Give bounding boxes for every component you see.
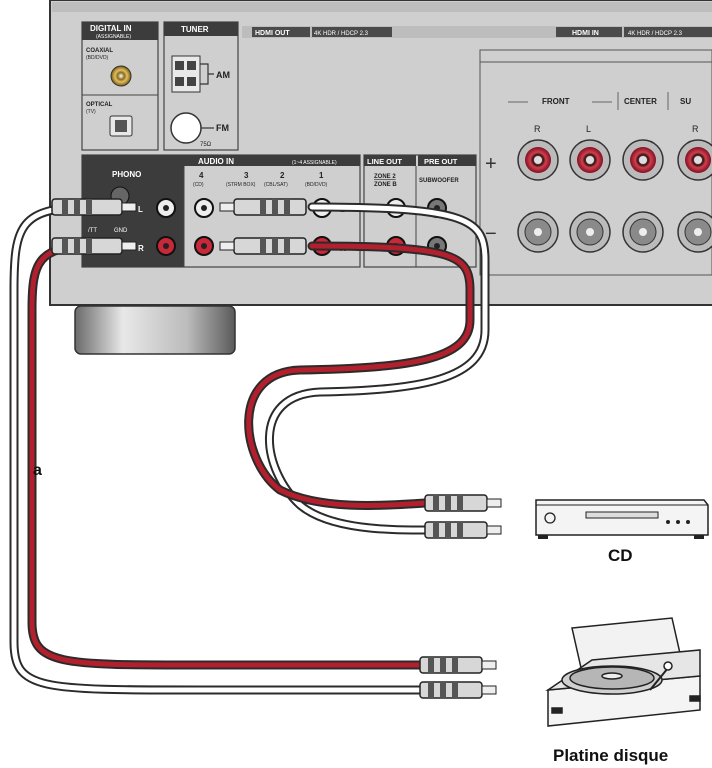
coaxial-sub-label: (BD/DVD) — [86, 55, 109, 61]
phono-r-label: R — [138, 244, 144, 253]
rca-plugs-phono — [51, 198, 137, 255]
hdmi-out-spec: 4K HDR / HDCP 2.3 — [314, 31, 369, 37]
am-label: AM — [216, 70, 230, 80]
optical-sub-label: (TV) — [86, 109, 96, 115]
front-l-label: L — [586, 124, 591, 134]
audio-in-assign: (1~4 ASSIGNABLE) — [292, 160, 337, 166]
speaker-minus: − — [485, 223, 497, 245]
rca-plugs-cd-end — [424, 494, 502, 539]
input-3-num: 3 — [244, 171, 249, 180]
front-r-label: R — [534, 124, 541, 134]
line-out-title: LINE OUT — [367, 157, 402, 166]
coaxial-jack[interactable] — [110, 65, 132, 87]
input-1-num: 1 — [319, 171, 324, 180]
turntable-icon — [545, 617, 701, 727]
input-2-sub: (CBL/SAT) — [264, 182, 288, 188]
speaker-plus: + — [485, 153, 497, 175]
tuner-section: TUNER AM FM 75Ω — [163, 21, 239, 151]
speaker-section: + − FRONT CENTER SU R L R — [479, 49, 712, 276]
hdmi-in-title: HDMI IN — [572, 30, 599, 37]
hdmi-strip: HDMI OUT 4K HDR / HDCP 2.3 HDMI IN 4K HD… — [242, 26, 712, 38]
receiver-foot — [74, 305, 236, 355]
speaker-terminal-surround-r-plus[interactable] — [677, 139, 712, 181]
rca-plugs-turntable-end — [419, 656, 497, 699]
phono-l-label: L — [138, 205, 143, 214]
zone2-label: ZONE 2 — [374, 174, 396, 180]
input-3-sub: (STRM BOX) — [226, 182, 256, 188]
audio-in-title: AUDIO IN — [198, 157, 234, 166]
digital-in-section: DIGITAL IN (ASSIGNABLE) COAXIAL (BD/DVD)… — [81, 21, 159, 151]
cd-player-icon — [535, 499, 709, 539]
pre-out-title: PRE OUT — [424, 157, 458, 166]
zoneb-label: ZONE B — [374, 182, 397, 188]
speaker-terminal-surround-r-minus[interactable] — [677, 211, 712, 253]
speaker-terminal-front-l-minus[interactable] — [569, 211, 611, 253]
digital-in-subtitle: (ASSIGNABLE) — [96, 34, 131, 40]
phono-tt-label: /TT — [88, 228, 97, 234]
hdmi-in-spec: 4K HDR / HDCP 2.3 — [628, 31, 683, 37]
speaker-terminal-front-l-plus[interactable] — [569, 139, 611, 181]
rca-plugs-input-2 — [219, 198, 307, 255]
speaker-front-label: FRONT — [542, 97, 570, 106]
optical-label: OPTICAL — [86, 102, 113, 108]
speaker-terminal-center-minus[interactable] — [622, 211, 664, 253]
speaker-terminal-front-r-minus[interactable] — [517, 211, 559, 253]
hdmi-out-title: HDMI OUT — [255, 30, 290, 37]
speaker-terminal-center-plus[interactable] — [622, 139, 664, 181]
input-4-num: 4 — [199, 171, 204, 180]
coaxial-label: COAXIAL — [86, 48, 113, 54]
cable-cd — [244, 202, 490, 535]
speaker-surround-label: SU — [680, 97, 691, 106]
tuner-title: TUNER — [181, 25, 209, 34]
cd-label: CD — [608, 546, 633, 565]
fm-label: FM — [216, 123, 229, 133]
subwoofer-label: SUBWOOFER — [419, 178, 459, 184]
input-1-sub: (BD/DVD) — [305, 182, 328, 188]
fm-antenna-jack[interactable] — [170, 112, 202, 144]
fm-sub-label: 75Ω — [200, 142, 212, 148]
turntable-label: Platine disque — [553, 746, 668, 765]
speaker-center-label: CENTER — [624, 97, 657, 106]
input-4-sub: (CD) — [193, 182, 204, 188]
cable-a-phono — [9, 202, 425, 695]
phono-label: PHONO — [112, 170, 141, 179]
phono-gnd-label: GND — [114, 228, 128, 234]
digital-in-title: DIGITAL IN — [90, 24, 132, 33]
speaker-terminal-front-r-plus[interactable] — [517, 139, 559, 181]
surround-r-label: R — [692, 124, 699, 134]
cable-a-label: a — [33, 462, 42, 479]
input-2-num: 2 — [280, 171, 285, 180]
